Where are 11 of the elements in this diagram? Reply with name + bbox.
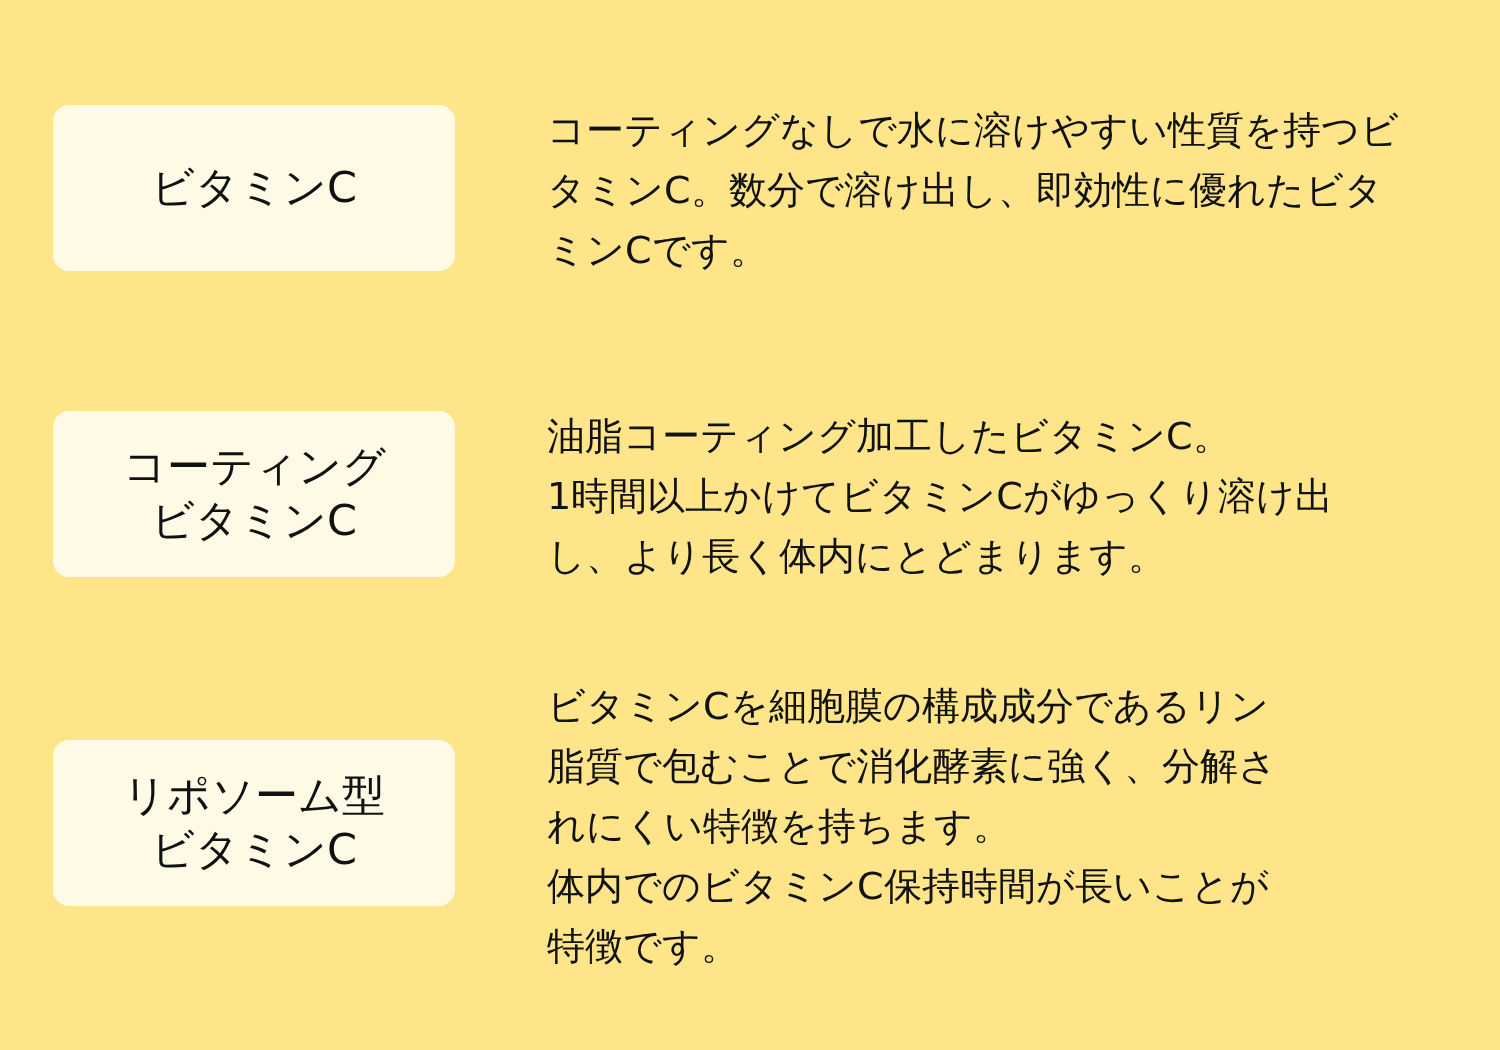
label-card (53, 740, 455, 906)
description-text: 体内でのビタミンC保持時間が長いことが特徴です。 (547, 863, 1270, 970)
description-text: コーティングなしで水に溶けやすい性質を持つビタミンC。数分で溶け出し、即効性に優れたビタミンCです。 (547, 107, 1400, 274)
description-text: 1時間以上かけてビタミンCがゆっくり溶け出し、より長く体内にとどまります。 (547, 473, 1334, 580)
card-title: リポソーム型ビタミンC (122, 769, 386, 876)
card-title: コーティングビタミンC (121, 440, 387, 547)
label-card (53, 411, 455, 577)
label-card (53, 105, 455, 271)
description-text: 油脂コーティング加工したビタミンC。 (547, 413, 1232, 460)
card-title: ビタミンC (150, 161, 358, 215)
description-text: ビタミンCを細胞膜の構成成分であるリン脂質で包むことで消化酵素に強く、分解されにくい特徴を持ちます。 (547, 683, 1278, 850)
